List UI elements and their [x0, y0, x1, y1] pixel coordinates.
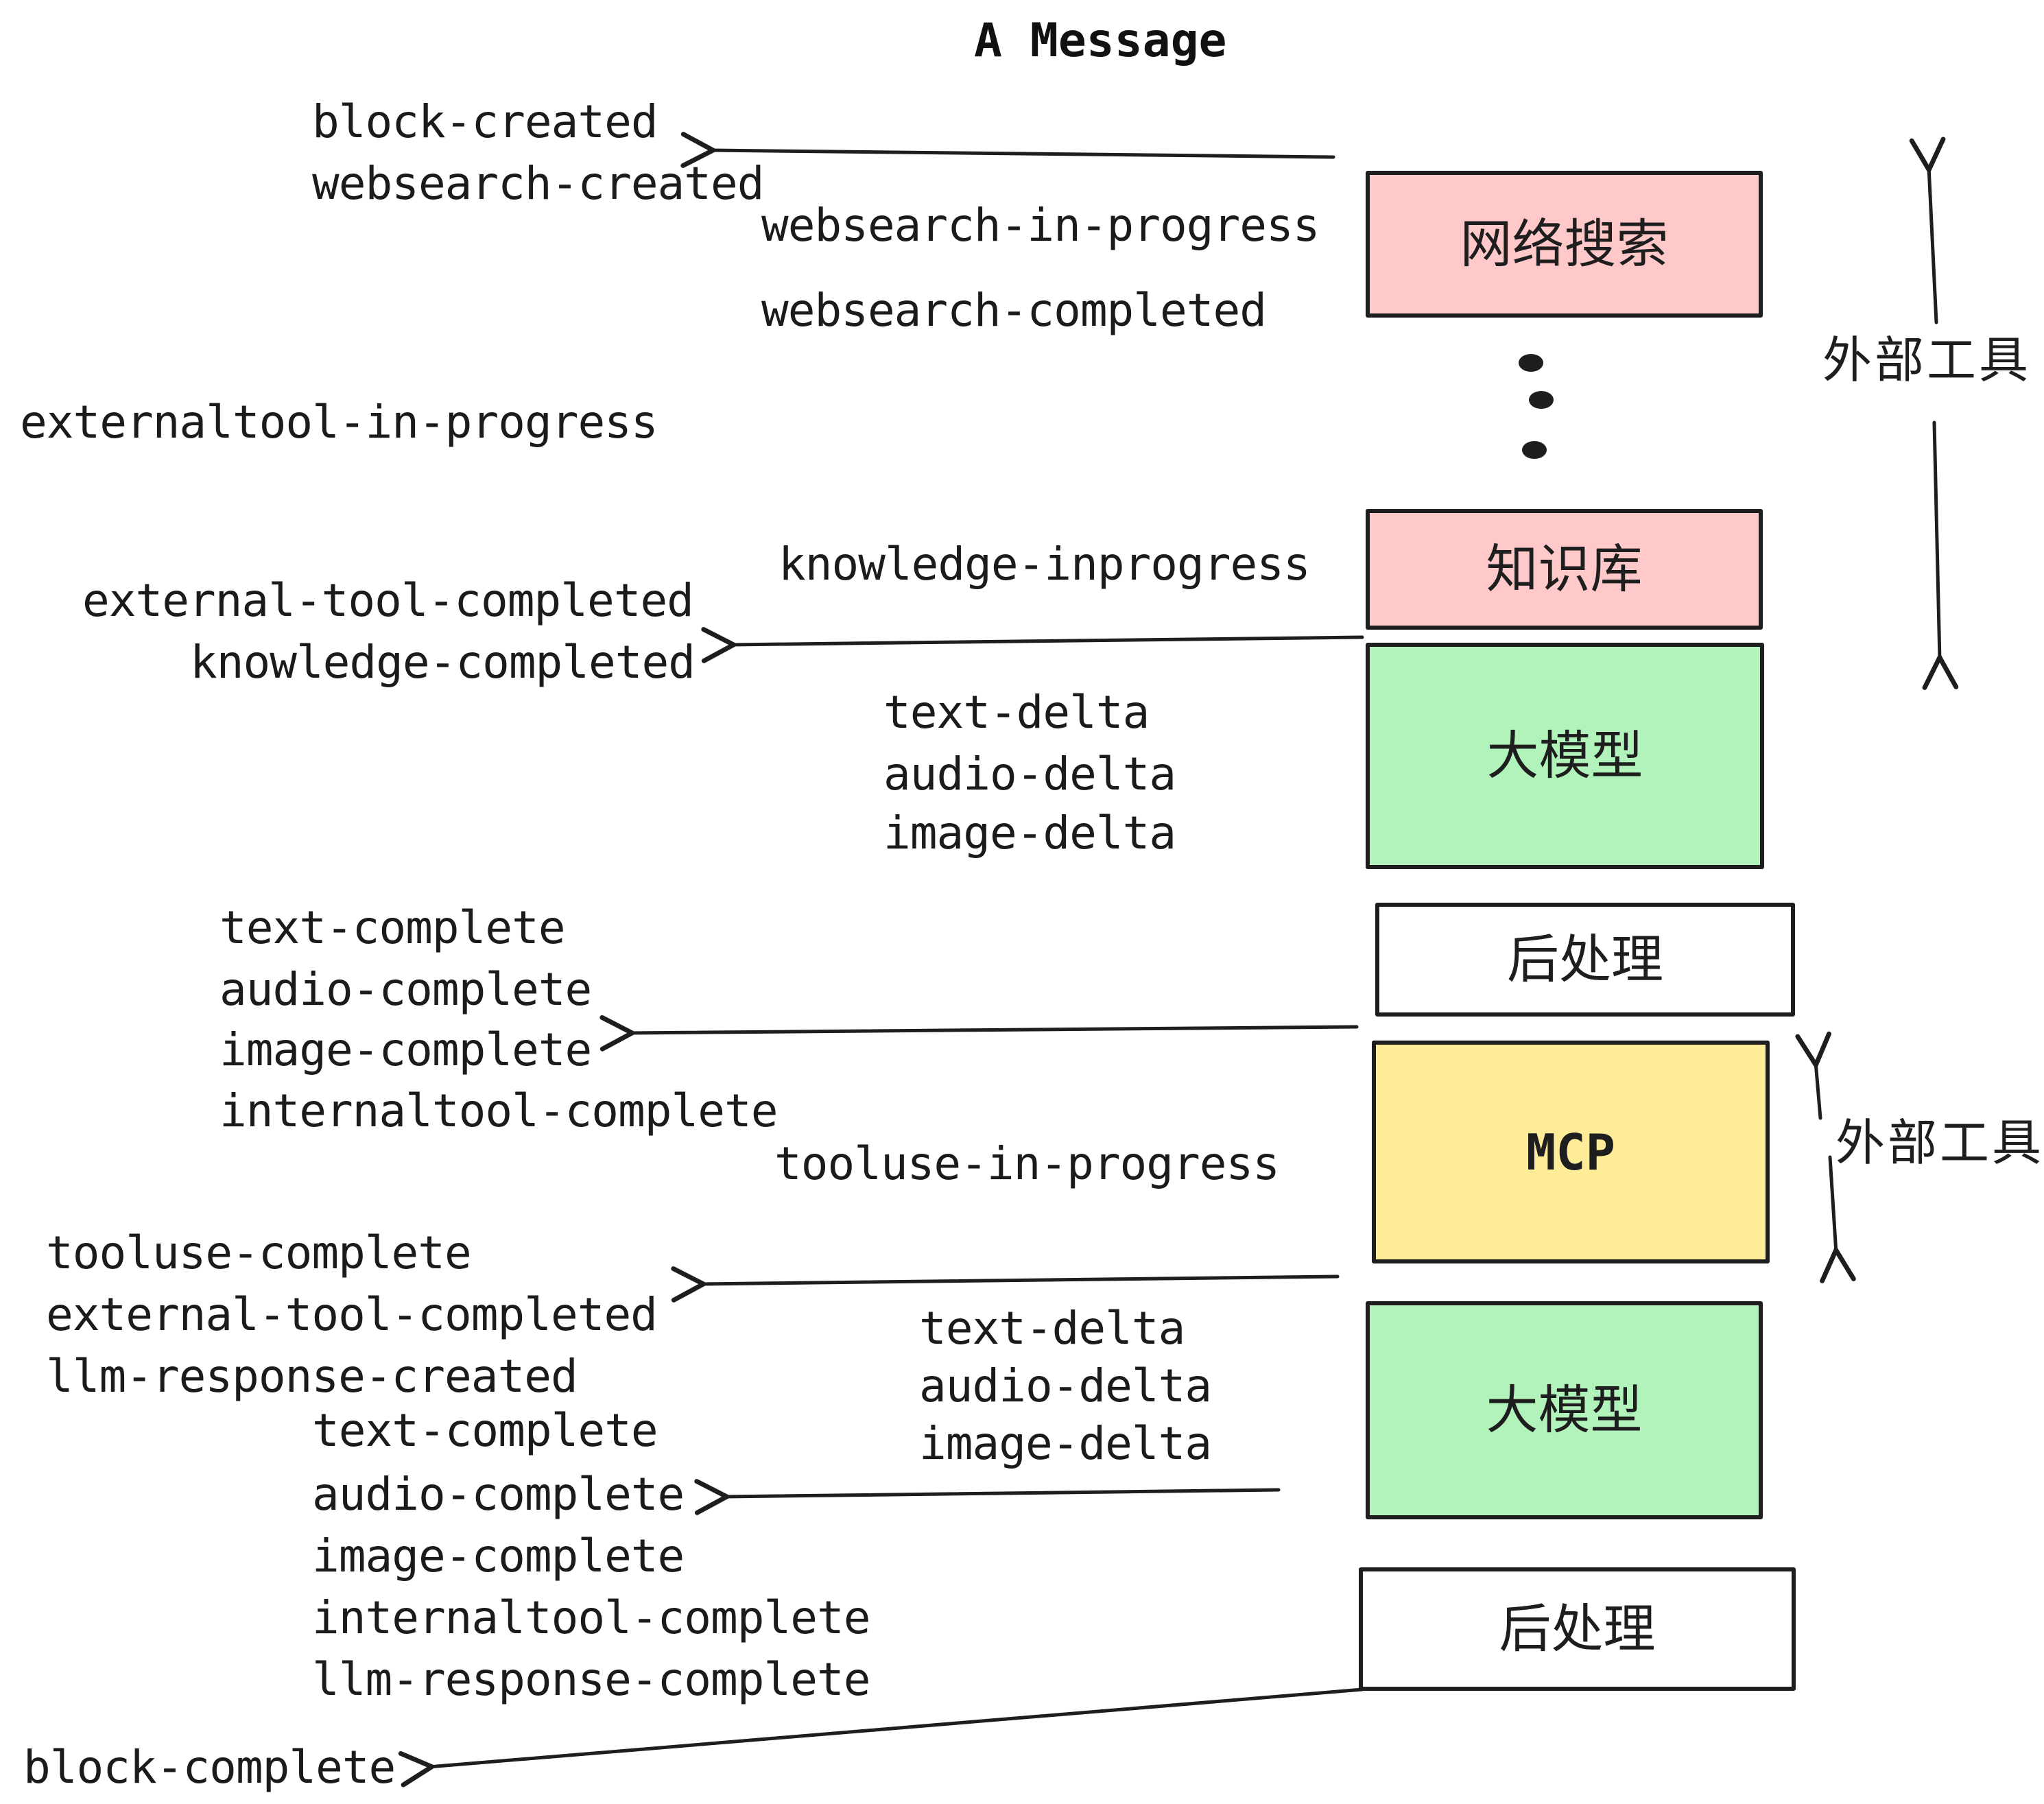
box-llm-2: 大模型 — [1366, 1301, 1763, 1519]
external-tools-2-up-arrow — [1816, 1062, 1820, 1120]
box-knowledge: 知识库 — [1366, 509, 1763, 630]
event-image-complete-2: image-complete — [312, 1530, 685, 1582]
box-postprocess-1-label: 后处理 — [1507, 929, 1663, 990]
event-websearch-created: websearch-created — [312, 157, 765, 210]
event-llm-response-complete: llm-response-complete — [312, 1653, 870, 1706]
box-postprocess-2-label: 后处理 — [1499, 1598, 1656, 1659]
event-image-delta-1: image-delta — [883, 807, 1176, 859]
event-block-complete: block-complete — [23, 1741, 396, 1794]
event-image-delta-2: image-delta — [919, 1417, 1212, 1470]
event-text-complete-2: text-complete — [312, 1404, 658, 1457]
event-audio-delta-1: audio-delta — [883, 748, 1176, 800]
event-internaltool-complete-2: internaltool-complete — [312, 1591, 870, 1644]
event-knowledge-inprogress: knowledge-inprogress — [779, 538, 1311, 591]
event-image-complete-1: image-complete — [219, 1023, 592, 1076]
event-tooluse-complete: tooluse-complete — [46, 1226, 472, 1279]
arrow-to-knowledge-completed — [730, 637, 1364, 645]
event-knowledge-completed: knowledge-completed — [190, 636, 696, 689]
external-tools-2-down-arrow — [1830, 1155, 1836, 1253]
external-tools-1-up-arrow — [1929, 167, 1936, 324]
box-llm-1-label: 大模型 — [1486, 725, 1643, 786]
side-label-external-tools-2: 外部工具 — [1835, 1114, 2044, 1172]
event-externaltool-in-progress: externaltool-in-progress — [20, 396, 658, 449]
box-llm-2-label: 大模型 — [1486, 1379, 1643, 1440]
box-mcp-label: MCP — [1525, 1123, 1616, 1181]
event-block-created: block-created — [312, 95, 658, 148]
box-mcp: MCP — [1372, 1041, 1770, 1263]
box-postprocess-2: 后处理 — [1359, 1567, 1796, 1691]
event-websearch-completed: websearch-completed — [761, 284, 1267, 337]
box-websearch: 网络搜索 — [1366, 171, 1763, 318]
diagram-title: A Message — [974, 14, 1227, 68]
arrow-to-audio-complete-2 — [724, 1490, 1281, 1497]
event-audio-complete-1: audio-complete — [219, 963, 592, 1016]
event-text-delta-2: text-delta — [919, 1302, 1185, 1355]
box-websearch-label: 网络搜索 — [1460, 213, 1669, 274]
event-internaltool-complete-1: internaltool-complete — [219, 1084, 778, 1137]
event-tooluse-in-progress: tooluse-in-progress — [774, 1137, 1280, 1190]
ellipsis-dot — [1519, 354, 1543, 372]
event-text-delta-1: text-delta — [883, 686, 1150, 739]
event-text-complete-1: text-complete — [219, 901, 566, 954]
event-external-tool-completed-2: external-tool-completed — [46, 1288, 658, 1341]
box-knowledge-label: 知识库 — [1486, 538, 1643, 600]
event-audio-complete-2: audio-complete — [312, 1468, 685, 1521]
external-tools-1-down-arrow — [1934, 420, 1940, 661]
event-websearch-in-progress: websearch-in-progress — [761, 199, 1320, 252]
side-label-external-tools-1: 外部工具 — [1822, 331, 2032, 389]
arrow-to-tooluse-complete — [700, 1277, 1340, 1284]
event-llm-response-created: llm-response-created — [46, 1350, 578, 1403]
event-audio-delta-2: audio-delta — [919, 1360, 1212, 1412]
event-external-tool-completed: external-tool-completed — [82, 574, 694, 627]
box-llm-1: 大模型 — [1366, 643, 1764, 869]
ellipsis-dot — [1529, 391, 1554, 409]
arrow-to-block-created — [710, 150, 1335, 157]
arrow-to-image-complete-1 — [629, 1027, 1359, 1033]
box-postprocess-1: 后处理 — [1375, 903, 1795, 1017]
ellipsis-dot — [1522, 441, 1547, 459]
